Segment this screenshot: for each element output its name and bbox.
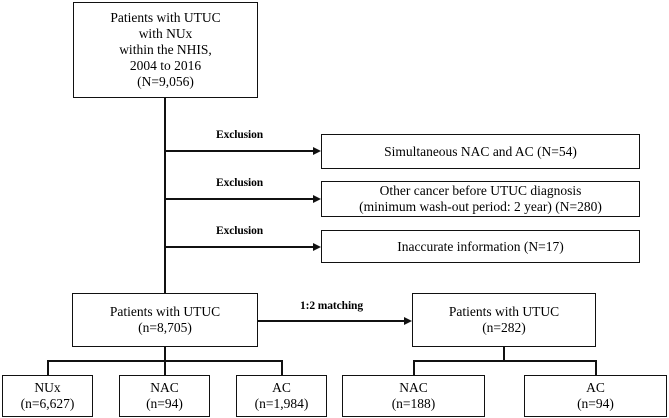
exclusion-3-arrow-line	[165, 246, 313, 248]
node-matched-cohort-line-2: (n=282)	[482, 320, 526, 335]
node-group-nac-full-line-2: (n=94)	[146, 396, 183, 411]
exclusion-2-arrowhead	[313, 194, 321, 203]
exclusion-2-arrow-line	[165, 198, 313, 200]
matching-arrowhead	[404, 316, 412, 325]
exclusion-3-label: Exclusion	[216, 225, 264, 237]
node-group-nac-matched-line-2: (n=188)	[391, 396, 436, 411]
right-branch-stem	[503, 347, 505, 361]
node-group-ac-matched: AC (n=94)	[524, 375, 667, 417]
left-branch-stem	[164, 347, 166, 361]
node-group-ac-full-line-1: AC	[272, 380, 291, 396]
node-group-nac-full-line-1: NAC	[150, 380, 179, 396]
node-source-cohort-line-1: Patients with UTUC	[110, 10, 221, 26]
node-group-nux: NUx (n=6,627)	[2, 375, 93, 417]
right-branch-drop-ac	[595, 360, 597, 376]
left-branch-drop-ac	[281, 360, 283, 376]
node-source-cohort: Patients with UTUC with NUx within the N…	[73, 2, 258, 98]
node-source-cohort-line-5: (N=9,056)	[137, 73, 194, 89]
node-group-nux-line-2: (n=6,627)	[20, 396, 75, 411]
node-source-cohort-line-3: within the NHIS,	[119, 42, 212, 58]
node-group-ac-full: AC (n=1,984)	[236, 375, 327, 417]
node-exclusion-3: Inaccurate information (N=17)	[321, 230, 640, 263]
exclusion-1-arrow-line	[165, 150, 313, 152]
right-branch-bar	[413, 360, 597, 362]
exclusion-1-label: Exclusion	[216, 129, 264, 141]
node-source-cohort-line-2: with NUx	[138, 26, 193, 42]
node-group-nac-full: NAC (n=94)	[119, 375, 210, 417]
node-matched-cohort-line-1: Patients with UTUC	[448, 304, 560, 320]
node-exclusion-3-line-1: Inaccurate information (N=17)	[397, 238, 564, 254]
node-source-cohort-line-4: 2004 to 2016	[129, 57, 202, 73]
left-branch-drop-nux	[47, 360, 49, 376]
node-exclusion-2-line-1: Other cancer before UTUC diagnosis	[379, 183, 582, 199]
node-group-ac-matched-line-2: (n=94)	[577, 396, 614, 411]
node-group-nux-line-1: NUx	[34, 380, 61, 396]
node-group-nac-matched: NAC (n=188)	[342, 375, 485, 417]
node-exclusion-2: Other cancer before UTUC diagnosis (mini…	[321, 181, 640, 217]
node-exclusion-1-line-1: Simultaneous NAC and AC (N=54)	[384, 143, 577, 159]
left-branch-drop-nac	[164, 360, 166, 376]
node-exclusion-2-line-2: (minimum wash-out period: 2 year) (N=280…	[359, 199, 602, 214]
node-group-ac-matched-line-1: AC	[586, 380, 605, 396]
exclusion-2-label: Exclusion	[216, 177, 264, 189]
node-group-ac-full-line-2: (n=1,984)	[254, 396, 309, 411]
matching-label: 1:2 matching	[300, 300, 364, 312]
right-branch-drop-nac	[413, 360, 415, 376]
exclusion-1-arrowhead	[313, 146, 321, 155]
node-matched-cohort: Patients with UTUC (n=282)	[412, 293, 596, 347]
node-exclusion-1: Simultaneous NAC and AC (N=54)	[321, 134, 640, 169]
spine-main-vertical	[164, 98, 166, 293]
matching-arrow-line	[258, 320, 404, 322]
node-cohort-after-exclusion-line-2: (n=8,705)	[138, 320, 192, 335]
node-group-nac-matched-line-1: NAC	[399, 380, 428, 396]
node-cohort-after-exclusion: Patients with UTUC (n=8,705)	[72, 293, 258, 347]
exclusion-3-arrowhead	[313, 242, 321, 251]
node-cohort-after-exclusion-line-1: Patients with UTUC	[109, 304, 221, 320]
